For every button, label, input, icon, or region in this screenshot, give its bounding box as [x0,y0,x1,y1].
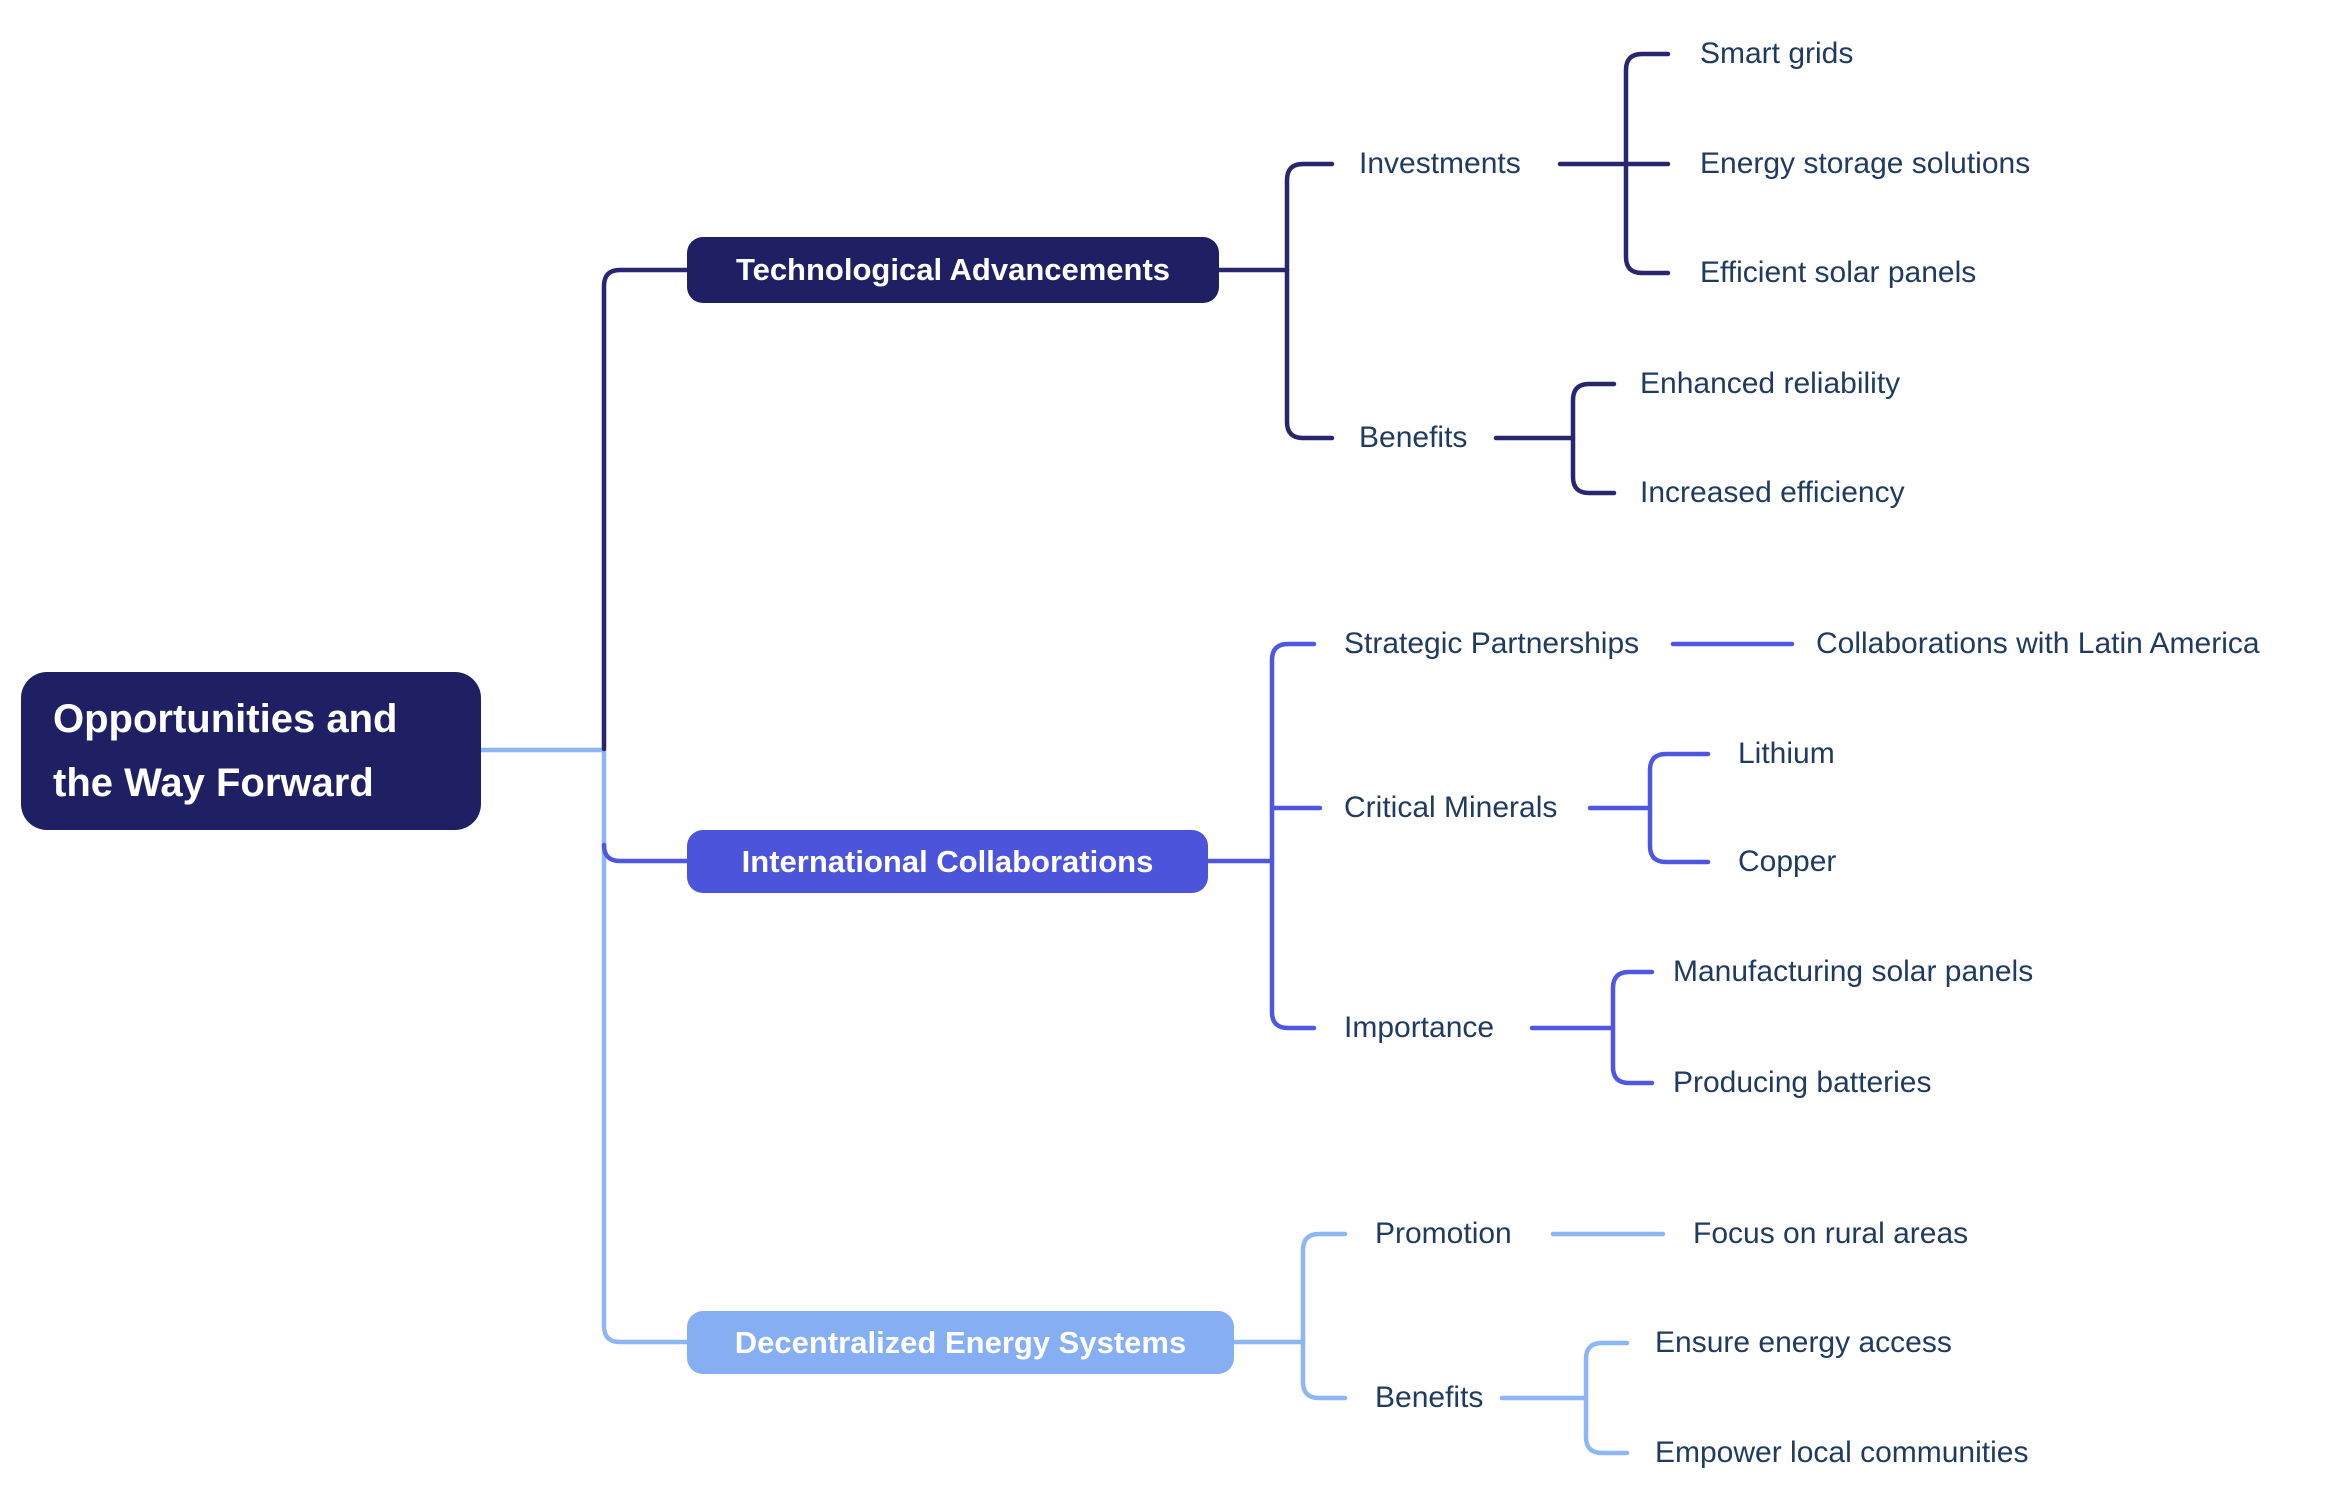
connector-spine-to-international [601,842,690,864]
connector-international-children-spine [1269,641,1317,1031]
connector-importance-children-spine [1610,969,1655,1086]
connector-investments-children-spine [1623,51,1671,276]
node-increased-efficiency[interactable]: Increased efficiency [1640,476,1905,509]
connector-technological-children-spine [1284,161,1335,441]
node-technological-advancements[interactable]: Technological Advancements [687,237,1219,303]
connector-decentralized-children-spine [1300,1231,1348,1401]
node-smart-grids[interactable]: Smart grids [1700,37,1854,70]
node-efficient-solar-panels[interactable]: Efficient solar panels [1700,256,1977,289]
connector-spine-to-decentralized [601,747,690,1345]
node-collaborations-with-latin-america[interactable]: Collaborations with Latin America [1816,627,2260,660]
connector-spine-to-technological [601,267,690,752]
node-manufacturing-solar-panels[interactable]: Manufacturing solar panels [1673,955,2034,988]
node-strategic-partnerships[interactable]: Strategic Partnerships [1344,627,1640,660]
node-promotion[interactable]: Promotion [1375,1217,1512,1250]
node-empower-local-communities[interactable]: Empower local communities [1655,1436,2029,1469]
node-critical-minerals[interactable]: Critical Minerals [1344,791,1558,824]
node-copper[interactable]: Copper [1738,845,1837,878]
node-benefits-tech[interactable]: Benefits [1359,421,1468,454]
node-international-collaborations[interactable]: International Collaborations [687,830,1208,893]
node-importance[interactable]: Importance [1344,1011,1495,1044]
node-enhanced-reliability[interactable]: Enhanced reliability [1640,367,1901,400]
node-root[interactable]: Opportunities and the Way Forward [21,672,481,830]
node-producing-batteries[interactable]: Producing batteries [1673,1066,1932,1099]
connector-benefits-tech-children-spine [1570,381,1617,496]
connector-critical-minerals-children-spine [1647,751,1711,865]
node-decentralized-energy-systems[interactable]: Decentralized Energy Systems [687,1311,1234,1374]
node-lithium[interactable]: Lithium [1738,737,1835,770]
connector-benefits-dec-children-spine [1583,1340,1630,1456]
node-energy-storage-solutions[interactable]: Energy storage solutions [1700,147,2031,180]
node-ensure-energy-access[interactable]: Ensure energy access [1655,1326,1952,1359]
node-focus-on-rural-areas[interactable]: Focus on rural areas [1693,1217,1969,1250]
node-investments[interactable]: Investments [1359,147,1521,180]
node-benefits-dec[interactable]: Benefits [1375,1381,1484,1414]
